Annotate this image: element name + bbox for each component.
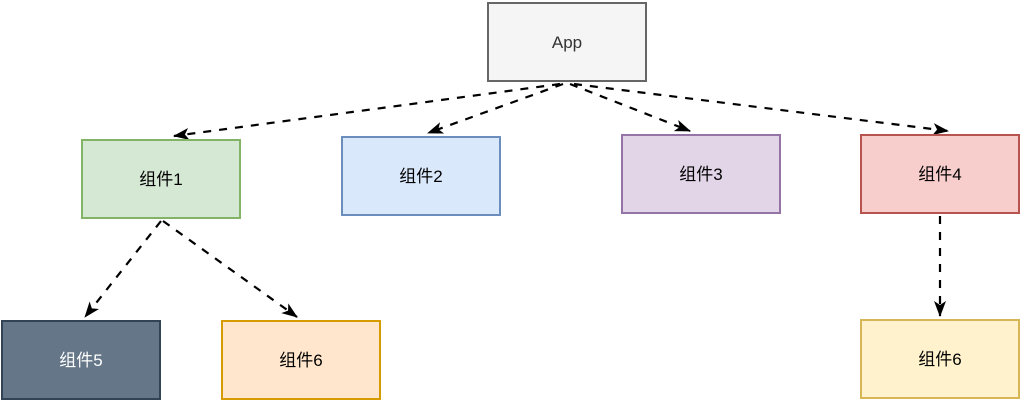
node-app-label: App — [551, 32, 583, 52]
edge-app-component2 — [427, 82, 564, 135]
edge-app-component3 — [569, 82, 691, 133]
node-component2-label: 组件2 — [399, 166, 443, 186]
node-component1-label: 组件1 — [139, 169, 183, 189]
node-component3[interactable]: 组件3 — [621, 134, 781, 214]
node-app[interactable]: App — [487, 2, 647, 82]
node-component4[interactable]: 组件4 — [860, 134, 1020, 214]
edge-app-component1 — [173, 82, 561, 140]
node-component6-yellow-label: 组件6 — [918, 349, 962, 369]
edge-component1-component6 — [162, 220, 298, 318]
node-component6-orange[interactable]: 组件6 — [221, 320, 381, 400]
edge-component1-component5 — [84, 220, 162, 318]
node-component6-yellow[interactable]: 组件6 — [860, 319, 1020, 399]
node-component3-label: 组件3 — [679, 164, 723, 184]
node-component6-orange-label: 组件6 — [279, 350, 323, 370]
node-component5-label: 组件5 — [59, 350, 103, 370]
edge-app-component4 — [573, 82, 949, 136]
node-component1[interactable]: 组件1 — [81, 139, 241, 219]
node-component4-label: 组件4 — [918, 164, 962, 184]
node-component2[interactable]: 组件2 — [341, 136, 501, 216]
node-component5[interactable]: 组件5 — [1, 320, 161, 400]
